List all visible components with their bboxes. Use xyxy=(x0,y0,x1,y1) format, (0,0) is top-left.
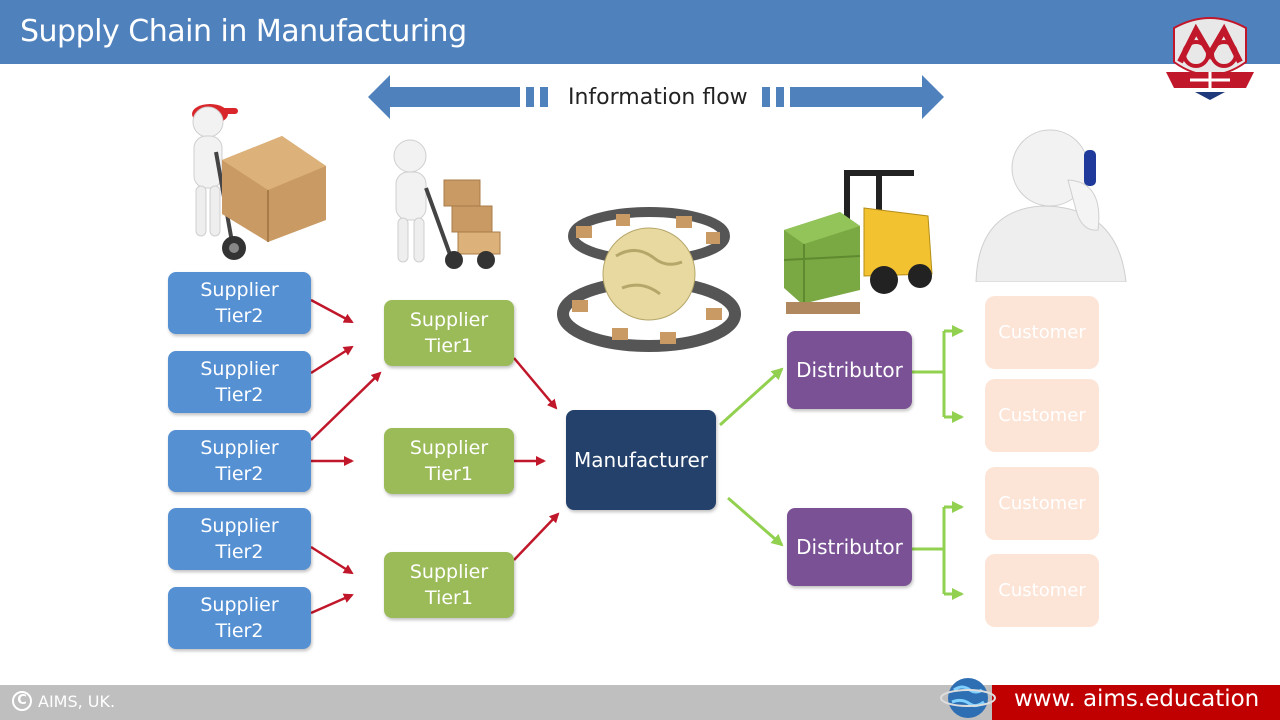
conveyor-globe-icon xyxy=(557,207,741,352)
node-label: Supplier xyxy=(200,358,279,380)
arrow-t2-4-to-t1-3 xyxy=(310,545,354,575)
manufacturer-node: Manufacturer xyxy=(566,410,716,510)
node-label: Supplier xyxy=(200,515,279,537)
node-label: Tier2 xyxy=(215,463,264,485)
distributor-node: Distributor xyxy=(787,331,912,409)
node-label: Tier2 xyxy=(215,541,264,563)
worker-hand-truck-icon xyxy=(393,139,501,269)
node-label: Tier1 xyxy=(425,463,473,485)
info-flow-label: Information flow xyxy=(568,85,748,110)
node-label: Supplier xyxy=(409,309,489,331)
node-label: Tier1 xyxy=(425,335,473,357)
website-url[interactable]: www. aims.education xyxy=(1014,686,1260,712)
node-label: Distributor xyxy=(796,358,903,382)
node-label: Supplier xyxy=(200,437,279,459)
node-label: Customer xyxy=(998,404,1086,426)
page-title: Supply Chain in Manufacturing xyxy=(20,14,467,49)
info-flow-arrow-right xyxy=(762,75,944,119)
forklift-icon xyxy=(783,170,933,314)
globe-icon xyxy=(940,678,996,718)
arrow-t2-5-to-t1-3 xyxy=(310,593,354,615)
arrow-t2-1-to-t1-1 xyxy=(310,298,354,324)
node-label: Distributor xyxy=(796,535,903,559)
customer-node: Customer xyxy=(985,296,1099,369)
copyright-icon: C xyxy=(12,691,32,711)
arrow-manufacturer-to-distributor-2 xyxy=(727,496,784,547)
arrow-t2-2-to-t1-1 xyxy=(310,345,354,375)
info-flow-arrow-left xyxy=(368,75,548,119)
customer-node: Customer xyxy=(985,379,1099,452)
node-label: Supplier xyxy=(200,279,279,301)
node-label: Customer xyxy=(998,492,1086,514)
node-label: Customer xyxy=(998,579,1086,601)
bracket-distributor-2 xyxy=(912,501,964,600)
node-label: Tier2 xyxy=(215,620,264,642)
arrow-t2-3-to-t1-1 xyxy=(310,371,382,441)
person-phone-icon xyxy=(975,129,1127,282)
node-label: Tier2 xyxy=(215,305,264,327)
customer-node: Customer xyxy=(985,554,1099,627)
aims-logo-icon xyxy=(1166,17,1254,100)
customer-node: Customer xyxy=(985,467,1099,540)
node-label: Supplier xyxy=(409,437,489,459)
header-bar xyxy=(0,0,1280,64)
node-label: Customer xyxy=(998,321,1086,343)
arrow-t1-3-to-manufacturer xyxy=(513,512,560,561)
node-label: Manufacturer xyxy=(574,448,708,472)
url-bar xyxy=(992,685,1280,720)
copyright-text: AIMS, UK. xyxy=(38,691,116,711)
bracket-distributor-1 xyxy=(912,325,964,423)
node-label: Supplier xyxy=(200,594,279,616)
copyright-notice: C AIMS, UK. xyxy=(12,691,115,711)
arrow-t1-1-to-manufacturer xyxy=(513,357,558,410)
node-label: Tier1 xyxy=(425,587,473,609)
node-label: Supplier xyxy=(409,561,489,583)
arrow-manufacturer-to-distributor-1 xyxy=(718,367,784,427)
worker-hand-truck-cap-icon xyxy=(192,104,326,260)
node-label: Tier2 xyxy=(215,384,264,406)
distributor-node: Distributor xyxy=(787,508,912,586)
